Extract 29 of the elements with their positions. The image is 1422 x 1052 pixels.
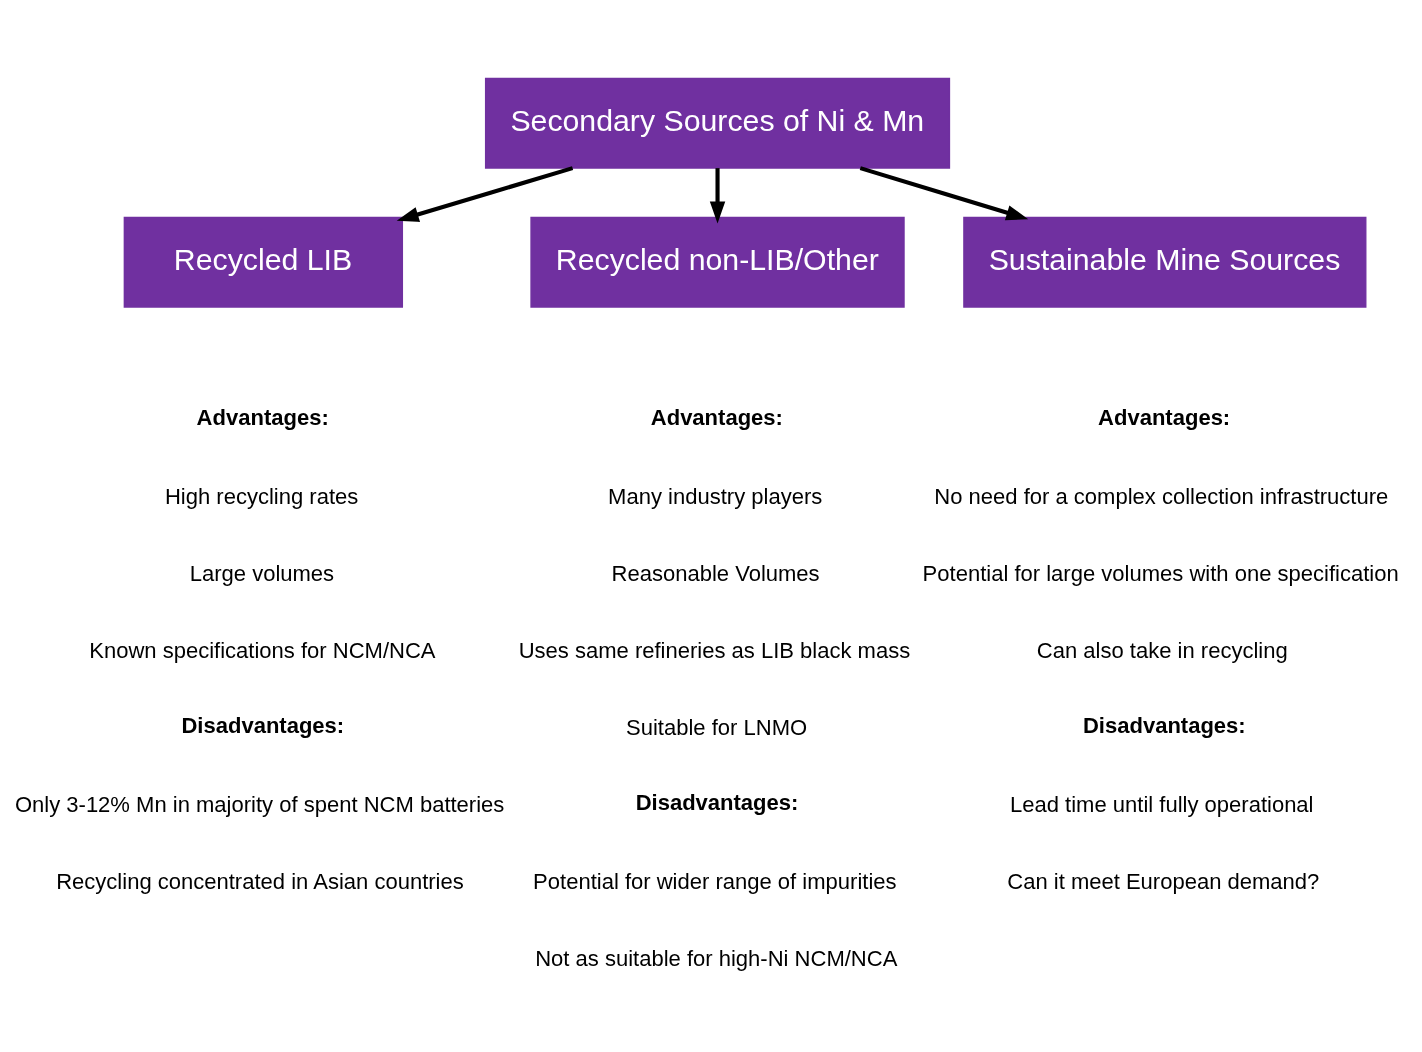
node-label: Advantages: (1098, 404, 1231, 430)
node-label: Known specifications for NCM/NCA (89, 637, 436, 663)
node-label: Can it meet European demand? (1007, 868, 1320, 894)
node-label: Large volumes (189, 560, 335, 586)
node-label: Reasonable Volumes (611, 560, 820, 586)
node-box: Recycled non-LIB/Other (530, 216, 905, 308)
node-label: Advantages: (196, 404, 329, 430)
node-label: Suitable for LNMO (626, 714, 808, 740)
node-label: Uses same refineries as LIB black mass (518, 637, 911, 663)
node-label: Disadvantages: (635, 789, 799, 815)
node-label: Potential for wider range of impurities (533, 868, 897, 894)
node-label: High recycling rates (164, 483, 359, 509)
node-label: Potential for large volumes with one specification (922, 560, 1399, 586)
node-label: Can also take in recycling (1036, 637, 1288, 663)
node-label: Disadvantages: (181, 712, 345, 738)
node-label: Disadvantages: (1082, 712, 1246, 738)
node-label: Recycling concentrated in Asian countries (56, 868, 464, 894)
node-label: Many industry players (608, 483, 823, 509)
node-label: Lead time until fully operational (1010, 791, 1314, 817)
arrow (396, 165, 574, 222)
node-box: Secondary Sources of Ni & Mn (484, 77, 951, 169)
node-box: Recycled LIB (123, 216, 404, 308)
arrow (859, 165, 1029, 220)
node-box: Sustainable Mine Sources (963, 216, 1367, 308)
node-label: Not as suitable for high-Ni NCM/NCA (535, 945, 898, 971)
node-label: No need for a complex collection infrastructure (934, 483, 1389, 509)
node-label: Only 3-12% Mn in majority of spent NCM batteries (14, 791, 505, 817)
arrow (709, 167, 726, 224)
node-label: Advantages: (650, 404, 783, 430)
